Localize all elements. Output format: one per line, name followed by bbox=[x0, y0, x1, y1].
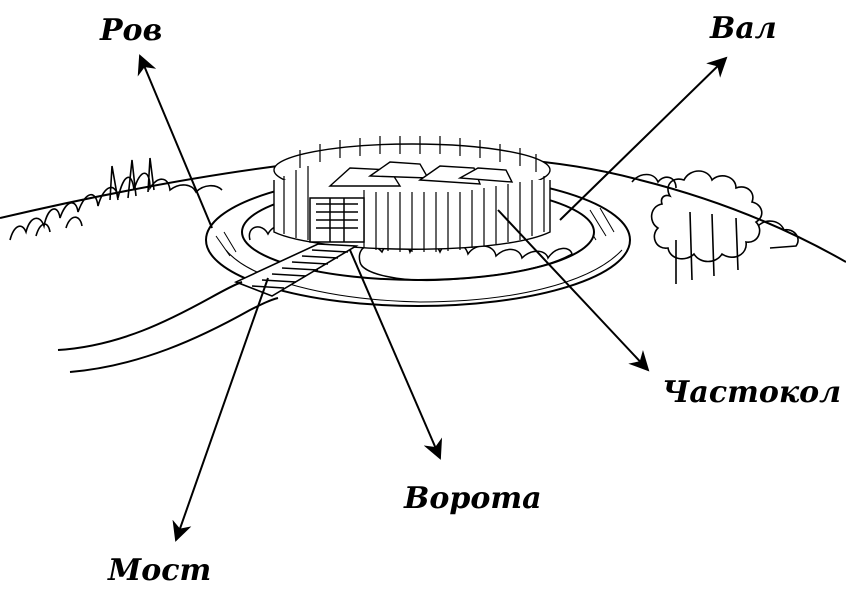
label-most: Мост bbox=[108, 556, 211, 586]
right-trees bbox=[632, 171, 798, 284]
label-chastokol: Частокол bbox=[662, 378, 841, 408]
arrow-val bbox=[560, 58, 726, 220]
arrow-most bbox=[176, 278, 268, 540]
left-treeline bbox=[10, 158, 222, 240]
stream bbox=[58, 282, 278, 372]
arrow-rov bbox=[140, 56, 212, 228]
label-val: Вал bbox=[710, 14, 777, 44]
gate bbox=[310, 198, 364, 242]
label-vorota: Ворота bbox=[404, 484, 542, 514]
label-rov: Ров bbox=[100, 16, 162, 46]
